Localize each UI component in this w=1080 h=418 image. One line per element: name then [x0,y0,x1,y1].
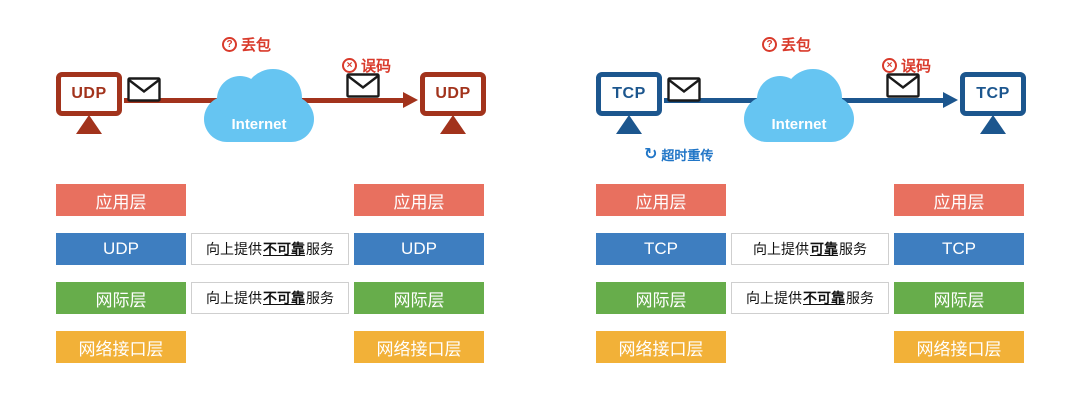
protocol-label: UDP [435,85,471,102]
layer-tcp: TCP [596,233,726,265]
bit-error-annotation: × 误码 [342,55,391,76]
timeout-retransmit-annotation: ↻ 超时重传 [644,145,713,164]
packet-loss-annotation: ? 丢包 [222,34,271,55]
service-note-transport: 向上提供不可靠服务 [191,233,349,265]
service-note-internet: 向上提供不可靠服务 [191,282,349,314]
arrow-head [943,92,958,108]
udp-layer-stack: 应用层 UDP 网际层 网络接口层 向上提供不可靠服务 向上提供不可靠服务 应用… [56,184,484,363]
layer-tcp: TCP [894,233,1024,265]
udp-panel: ? 丢包 × 误码 UDP Internet [0,0,540,363]
protocol-label: TCP [976,85,1010,102]
internet-cloud: Internet [204,69,314,142]
protocol-label: TCP [612,85,646,102]
udp-receiver-monitor: UDP [420,72,486,134]
monitor-screen: TCP [960,72,1026,116]
question-circle-icon: ? [762,37,777,52]
note-suffix: 服务 [306,290,334,306]
note-emphasis: 不可靠 [263,290,305,306]
layer-application: 应用层 [894,184,1024,216]
arrow-head [403,92,418,108]
envelope-icon [667,77,701,102]
bit-error-label: 误码 [901,58,932,75]
cloud-label: Internet [771,115,827,133]
packet-loss-label: 丢包 [781,37,812,54]
layer-internet: 网际层 [354,282,484,314]
layer-application: 应用层 [354,184,484,216]
layer-network-interface: 网络接口层 [596,331,726,363]
tcp-sender-monitor: TCP [596,72,662,134]
note-prefix: 向上提供 [753,241,809,257]
packet-loss-annotation: ? 丢包 [762,34,811,55]
note-emphasis: 不可靠 [803,290,845,306]
service-note-internet: 向上提供不可靠服务 [731,282,889,314]
tcp-receiver-monitor: TCP [960,72,1026,134]
note-emphasis: 可靠 [810,241,838,257]
layer-network-interface: 网络接口层 [354,331,484,363]
layer-internet: 网际层 [56,282,186,314]
note-suffix: 服务 [839,241,867,257]
envelope-icon [346,73,380,98]
error-cross-circle-icon: × [882,58,897,73]
layer-network-interface: 网络接口层 [56,331,186,363]
layer-application: 应用层 [56,184,186,216]
tcp-panel: ? 丢包 × 误码 ↻ 超时重传 TCP [540,0,1080,418]
retry-circular-arrow-icon: ↻ [644,145,658,163]
monitor-screen: TCP [596,72,662,116]
note-suffix: 服务 [306,241,334,257]
envelope-icon [127,77,161,102]
question-circle-icon: ? [222,37,237,52]
packet-loss-label: 丢包 [241,37,272,54]
note-prefix: 向上提供 [206,290,262,306]
envelope-icon [886,73,920,98]
note-suffix: 服务 [846,290,874,306]
error-cross-circle-icon: × [342,58,357,73]
retransmit-label: 超时重传 [661,148,714,163]
monitor-stand [76,115,102,134]
layer-network-interface: 网络接口层 [894,331,1024,363]
tcp-flow-diagram: ? 丢包 × 误码 ↻ 超时重传 TCP [540,0,1080,170]
layer-udp: UDP [56,233,186,265]
internet-cloud: Internet [744,69,854,142]
layer-internet: 网际层 [894,282,1024,314]
note-prefix: 向上提供 [746,290,802,306]
monitor-stand [616,115,642,134]
bit-error-label: 误码 [361,58,392,75]
layer-internet: 网际层 [596,282,726,314]
layer-udp: UDP [354,233,484,265]
protocol-label: UDP [71,85,107,102]
layer-application: 应用层 [596,184,726,216]
monitor-stand [980,115,1006,134]
note-prefix: 向上提供 [206,241,262,257]
udp-sender-monitor: UDP [56,72,122,134]
tcp-layer-stack: 应用层 TCP 网际层 网络接口层 向上提供可靠服务 向上提供不可靠服务 应用层… [596,184,1024,363]
cloud-label: Internet [231,115,287,133]
udp-flow-diagram: ? 丢包 × 误码 UDP Internet [0,0,540,170]
note-emphasis: 不可靠 [263,241,305,257]
monitor-stand [440,115,466,134]
monitor-screen: UDP [56,72,122,116]
bit-error-annotation: × 误码 [882,55,931,76]
service-note-transport: 向上提供可靠服务 [731,233,889,265]
monitor-screen: UDP [420,72,486,116]
